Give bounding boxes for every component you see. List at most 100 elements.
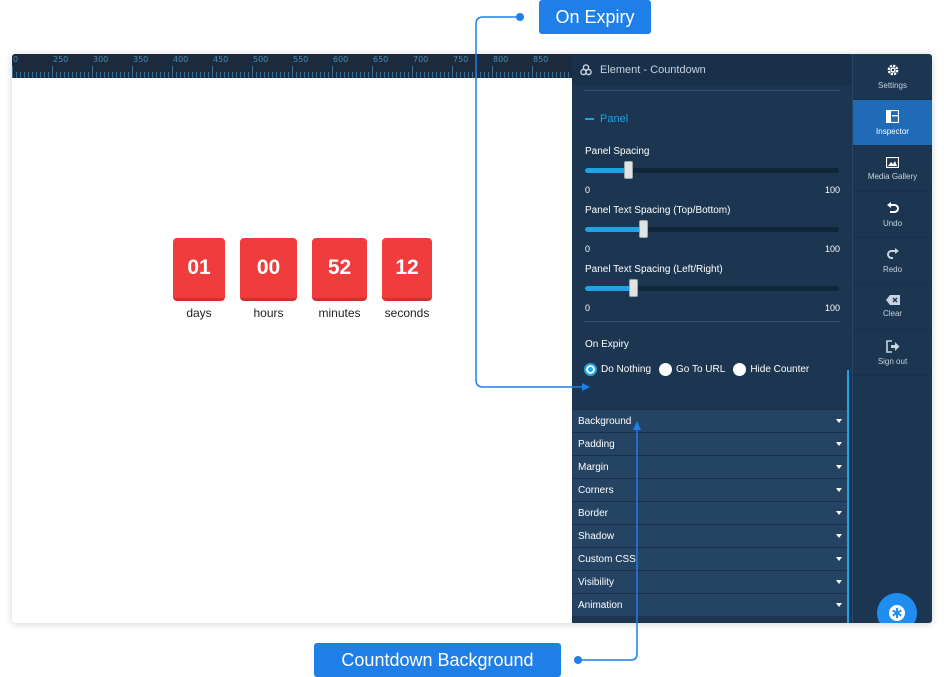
sidebar-label: Media Gallery [867,171,918,181]
text-spacing-lr-label: Panel Text Spacing (Left/Right) [585,264,723,275]
ruler-label: 650 [373,55,389,64]
radio-do-nothing[interactable]: Do Nothing [584,363,651,376]
image-icon [886,156,899,168]
sign-out-icon [885,339,899,353]
sidebar-item-settings[interactable]: Settings [853,54,932,100]
countdown-minutes-label: minutes [318,306,361,320]
ruler-label: 400 [173,55,189,64]
slider-max: 100 [824,303,840,313]
ruler-label: 800 [493,55,509,64]
inspector-panel: Element - Countdown Panel Panel Spacing … [572,54,852,623]
countdown-seconds-value: 12 [382,238,432,301]
undo-icon [886,202,899,213]
countdown-seconds-label: seconds [384,306,430,320]
accordion-label: Custom CSS [578,553,636,565]
panel-section-title: Panel [600,113,629,125]
on-expiry-callout-text: On Expiry [555,6,635,27]
slider-group-text-spacing-horizontal: Panel Text Spacing (Left/Right) 0 100 [572,264,852,313]
panel-section-toggle[interactable]: Panel [585,113,852,125]
sidebar-label: Settings [878,81,907,90]
countdown-days: 01 days [173,238,225,320]
radio-hide-counter[interactable]: Hide Counter [733,363,809,376]
ruler-label: 500 [253,55,269,64]
sidebar-item-sign-out[interactable]: Sign out [853,330,932,376]
countdown-hours: 00 hours [240,238,297,320]
gear-icon [887,64,898,76]
accordion-shadow[interactable]: Shadow [572,524,848,547]
countdown-minutes: 52 minutes [312,238,367,320]
accordion-label: Corners [578,484,614,496]
sidebar-item-media-gallery[interactable]: Media Gallery [853,146,932,192]
panel-spacing-slider[interactable] [585,161,839,179]
sidebar-label: Sign out [877,356,908,366]
help-chat-button[interactable] [877,593,917,623]
sidebar-label: Inspector [876,126,909,136]
slider-range: 0 100 [585,244,840,254]
text-spacing-tb-label: Panel Text Spacing (Top/Bottom) [585,205,731,216]
sidebar-item-clear[interactable]: Clear [853,284,932,330]
accordion-custom-css[interactable]: Custom CSS [572,547,848,570]
caret-down-icon [836,488,842,492]
countdown-minutes-value: 52 [312,238,367,301]
radio-go-to-url[interactable]: Go To URL [659,363,725,376]
accordion-visibility[interactable]: Visibility [572,570,848,593]
countdown-hours-label: hours [253,306,284,320]
accordion-label: Animation [578,599,623,611]
accordion-label: Margin [578,461,609,473]
countdown-element[interactable]: 01 days 00 hours 52 minutes 12 seconds [173,238,432,320]
clear-icon [885,295,900,305]
accordion-label: Background [578,415,632,427]
radio-label: Do Nothing [601,364,652,375]
collapse-icon [585,118,594,120]
slider-thumb[interactable] [639,220,649,238]
sidebar-item-inspector[interactable]: Inspector [853,100,932,146]
countdown-days-label: days [186,306,212,320]
text-spacing-tb-slider[interactable] [585,220,839,238]
divider [584,321,840,322]
ruler-label: 300 [93,55,109,64]
slider-max: 100 [824,185,840,195]
countdown-hours-value: 00 [240,238,297,301]
countdown-background-callout: Countdown Background [314,643,561,677]
side-toolbar: Settings Inspector Media Gallery [852,54,932,623]
ruler-label: 600 [333,55,349,64]
accordion-border[interactable]: Border [572,501,848,524]
slider-group-text-spacing-vertical: Panel Text Spacing (Top/Bottom) 0 100 [572,205,852,254]
slider-fill [585,286,634,291]
slider-min: 0 [585,244,591,254]
accordion-margin[interactable]: Margin [572,455,848,478]
slider-thumb[interactable] [629,279,639,297]
panel-title: Element - Countdown [600,64,706,76]
caret-down-icon [836,419,842,423]
ruler-label: 550 [293,55,309,64]
sidebar-label: Clear [882,309,903,318]
countdown-days-value: 01 [173,238,225,301]
chat-icon [889,605,905,621]
caret-down-icon [836,603,842,607]
text-spacing-lr-slider[interactable] [585,279,839,297]
accordion-background[interactable]: Background [572,409,848,432]
radio-label: Hide Counter [750,364,810,375]
countdown-background-callout-text: Countdown Background [341,649,534,670]
radio-unselected-icon [659,363,673,376]
panel-scrollbar[interactable] [847,370,849,623]
accordion-padding[interactable]: Padding [572,432,848,455]
redo-icon [886,248,899,259]
on-expiry-options: Do Nothing Go To URL Hide Counter [584,363,852,376]
accordion-corners[interactable]: Corners [572,478,848,501]
slider-min: 0 [585,185,591,195]
slider-range: 0 100 [585,303,840,313]
sidebar-item-undo[interactable]: Undo [853,192,932,238]
caret-down-icon [836,465,842,469]
panel-spacing-label: Panel Spacing [585,146,650,157]
ruler-label: 700 [413,55,429,64]
accordion-animation[interactable]: Animation [572,593,848,616]
sidebar-item-redo[interactable]: Redo [853,238,932,284]
countdown-seconds: 12 seconds [382,238,432,320]
slider-fill [585,168,629,173]
accordion-label: Shadow [578,530,615,542]
slider-thumb[interactable] [624,161,634,179]
